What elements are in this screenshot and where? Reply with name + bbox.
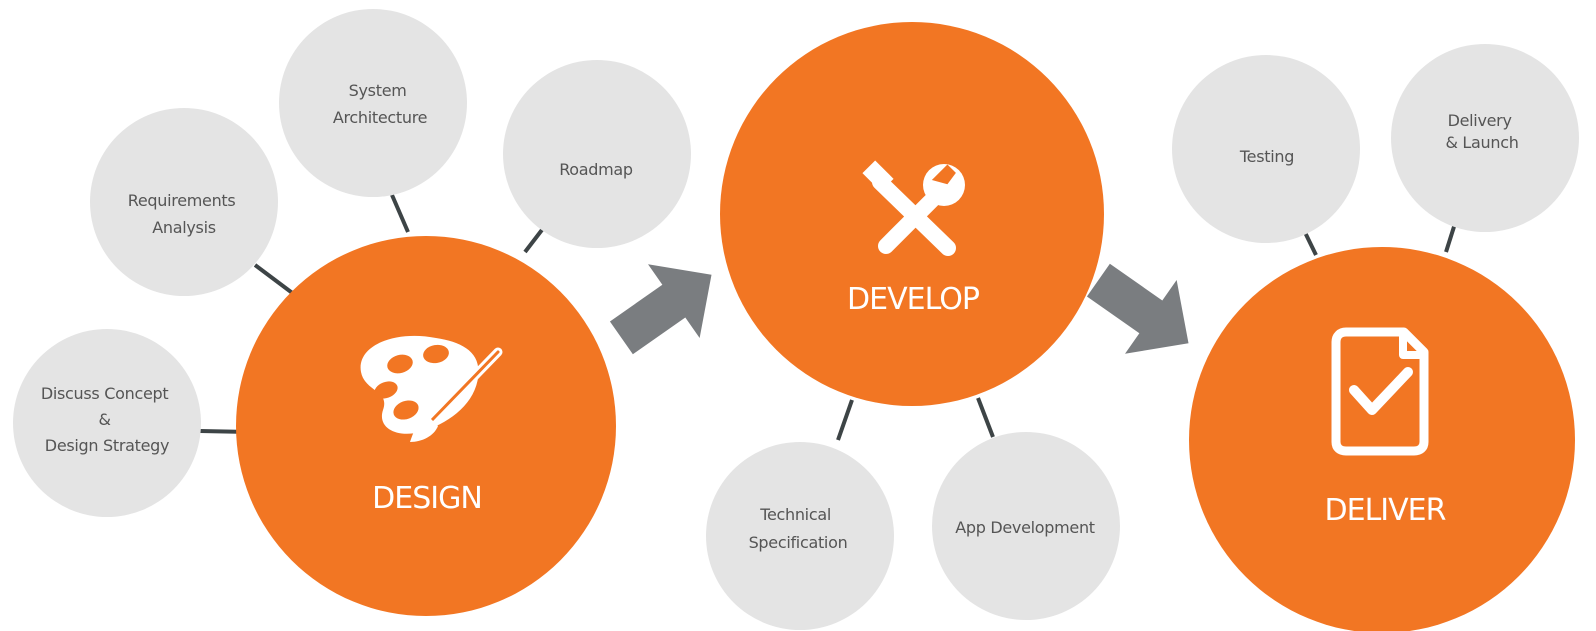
arrow-design-to-develop bbox=[609, 264, 712, 355]
connector-develop-technical bbox=[836, 399, 854, 441]
stage-label-deliver: DELIVER bbox=[1325, 493, 1446, 528]
step-nodes bbox=[13, 9, 1579, 630]
stage-label-design: DESIGN bbox=[372, 481, 482, 516]
step-node-testing bbox=[1172, 55, 1360, 243]
stage-node-deliver bbox=[1189, 247, 1575, 631]
step-label-testing: Testing bbox=[1239, 147, 1294, 166]
stage-label-develop: DEVELOP bbox=[847, 282, 980, 317]
step-node-app-development bbox=[932, 432, 1120, 620]
step-node-roadmap bbox=[503, 60, 691, 248]
step-node-delivery-launch bbox=[1391, 44, 1579, 232]
step-node-discuss-concept bbox=[13, 329, 201, 517]
step-label-requirements-analysis: Requirements Analysis bbox=[128, 191, 240, 237]
connector-design-requirements bbox=[253, 263, 297, 297]
document-check-icon bbox=[1331, 327, 1429, 456]
tools-icon bbox=[862, 160, 965, 256]
arrow-develop-to-deliver bbox=[1086, 263, 1189, 354]
flow-arrows bbox=[609, 263, 1189, 355]
step-node-requirements-analysis bbox=[90, 108, 278, 296]
connector-develop-appdev bbox=[976, 397, 995, 438]
connector-design-architecture bbox=[390, 194, 410, 233]
step-label-technical-specification: Technical Specification bbox=[749, 505, 848, 552]
palette-icon bbox=[360, 335, 503, 442]
step-label-system-architecture: System Architecture bbox=[333, 81, 427, 127]
step-label-app-development: App Development bbox=[955, 518, 1095, 537]
step-node-system-architecture bbox=[279, 9, 467, 197]
step-label-discuss-concept: Discuss Concept & Design Strategy bbox=[41, 384, 173, 455]
step-node-technical-specification bbox=[706, 442, 894, 630]
step-label-delivery-launch: Delivery & Launch bbox=[1445, 111, 1518, 152]
step-label-roadmap: Roadmap bbox=[559, 160, 633, 179]
